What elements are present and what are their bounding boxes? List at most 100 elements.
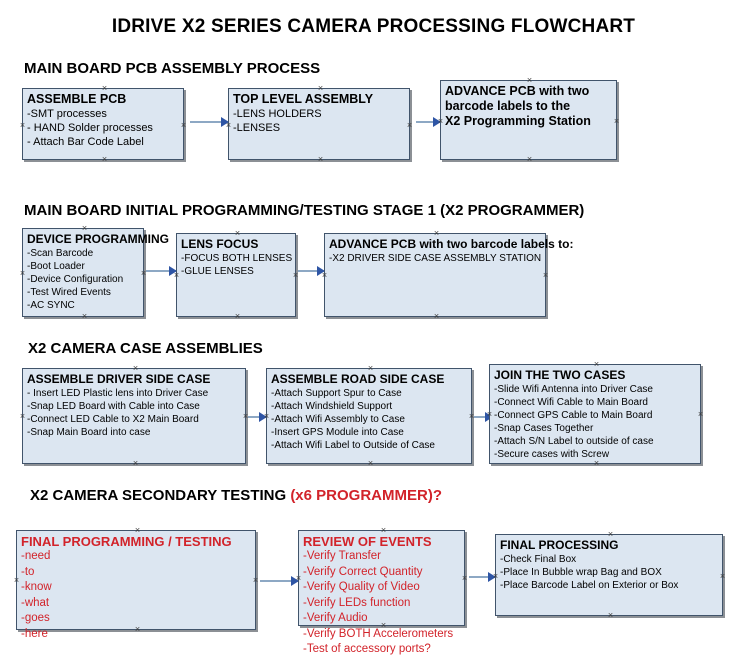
node-line: -GLUE LENSES [181,266,254,277]
connector-line [260,580,298,582]
node-title: JOIN THE TWO CASES [494,368,626,382]
connector-line [248,416,266,418]
node-title: TOP LEVEL ASSEMBLY [233,92,374,106]
node-line: -Device Configuration [27,274,124,285]
node-line: - Insert LED Plastic lens into Driver Ca… [27,388,209,399]
connector-line [416,121,440,123]
resize-handle-left[interactable] [321,272,328,279]
resize-handle-bottom[interactable] [526,156,533,163]
resize-handle-left[interactable] [492,573,499,580]
node-lens-focus[interactable]: LENS FOCUS -FOCUS BOTH LENSES -GLUE LENS… [176,233,296,317]
resize-handle-right[interactable] [719,573,726,580]
node-line: -Boot Loader [27,261,85,272]
node-advance-pcb-station[interactable]: ADVANCE PCB with two barcode labels to t… [440,80,617,160]
resize-handle-top[interactable] [433,230,440,237]
arrowhead-icon [317,266,325,276]
resize-handle-top[interactable] [132,365,139,372]
resize-handle-top[interactable] [593,361,600,368]
node-title: ASSEMBLE PCB [27,92,127,106]
node-line: -LENS HOLDERS [233,108,322,120]
resize-handle-bottom[interactable] [134,626,141,633]
node-assemble-road-side-case[interactable]: ASSEMBLE ROAD SIDE CASE -Attach Support … [266,368,472,464]
resize-handle-left[interactable] [19,270,26,277]
node-title: DEVICE PROGRAMMING [27,232,170,246]
resize-handle-bottom[interactable] [81,313,88,320]
resize-handle-bottom[interactable] [132,460,139,467]
node-join-the-two-cases[interactable]: JOIN THE TWO CASES -Slide Wifi Antenna i… [489,364,701,464]
resize-handle-left[interactable] [13,577,20,584]
node-review-of-events[interactable]: REVIEW OF EVENTS -Verify Transfer -Verif… [295,527,468,655]
resize-handle-top[interactable] [234,230,241,237]
resize-handle-top[interactable] [367,365,374,372]
resize-handle-bottom[interactable] [593,460,600,467]
resize-handle-right[interactable] [180,122,187,129]
node-line: -Check Final Box [500,554,577,565]
resize-handle-left[interactable] [263,413,270,420]
resize-handle-right[interactable] [406,122,413,129]
node-final-processing[interactable]: FINAL PROCESSING -Check Final Box -Place… [495,534,723,616]
node-line-overflow: -Test of accessory ports? [303,643,431,655]
resize-handle-top[interactable] [81,225,88,232]
resize-handle-right[interactable] [461,575,468,582]
resize-handle-top[interactable] [607,531,614,538]
node-line: -Verify BOTH Accelerometers [303,627,454,640]
node-line: -Verify LEDs function [303,596,411,609]
resize-handle-bottom[interactable] [607,612,614,619]
node-line: -SMT processes [27,108,107,120]
connector-line [146,270,176,272]
resize-handle-bottom[interactable] [317,156,324,163]
section-heading-4-text: X2 CAMERA SECONDARY TESTING [30,487,291,504]
resize-handle-left[interactable] [19,122,26,129]
section-heading-1-text: MAIN BOARD PCB ASSEMBLY PROCESS [24,60,321,77]
node-final-programming-testing[interactable]: FINAL PROGRAMMING / TESTING -need -to -k… [13,527,259,640]
section-heading-1: MAIN BOARD PCB ASSEMBLY PROCESS [24,60,320,77]
resize-handle-top[interactable] [380,527,387,534]
resize-handle-bottom[interactable] [234,313,241,320]
resize-handle-left[interactable] [486,411,493,418]
node-title: LENS FOCUS [181,237,259,251]
node-advance-pcb-driver-station[interactable]: ADVANCE PCB with two barcode labels to: … [321,230,574,320]
node-line: -here [21,627,48,640]
resize-handle-left[interactable] [437,118,444,125]
node-line: -Scan Barcode [27,248,94,259]
resize-handle-bottom[interactable] [380,622,387,629]
node-title-line-3: X2 Programming Station [445,114,591,128]
resize-handle-left[interactable] [225,122,232,129]
resize-handle-right[interactable] [613,118,620,125]
resize-handle-top[interactable] [526,77,533,84]
resize-handle-left[interactable] [295,575,302,582]
resize-handle-top[interactable] [317,85,324,92]
resize-handle-bottom[interactable] [433,313,440,320]
node-line: -Attach Support Spur to Case [271,388,402,399]
node-device-programming[interactable]: DEVICE PROGRAMMING -Scan Barcode -Boot L… [19,225,170,320]
resize-handle-right[interactable] [697,411,704,418]
node-line: -Attach Windshield Support [271,401,393,412]
node-title: ADVANCE PCB with two barcode labels to: [329,237,574,251]
node-assemble-pcb[interactable]: ASSEMBLE PCB -SMT processes - HAND Solde… [22,88,184,160]
node-line: -Snap Cases Together [494,423,594,434]
node-line: -Verify Correct Quantity [303,565,423,578]
resize-handle-left[interactable] [173,272,180,279]
section-heading-4-accent: (x6 PROGRAMMER)? [290,487,442,504]
resize-handle-bottom[interactable] [367,460,374,467]
node-line: - HAND Solder processes [27,122,153,134]
arrowhead-icon [169,266,177,276]
resize-handle-top[interactable] [134,527,141,534]
node-title: REVIEW OF EVENTS [303,534,432,549]
page-title: IDRIVE X2 SERIES CAMERA PROCESSING FLOWC… [111,16,636,37]
node-line: -Attach Wifi Label to Outside of Case [271,440,435,451]
resize-handle-right[interactable] [542,272,549,279]
node-title: ADVANCE PCB with two [445,84,590,98]
node-top-level-assembly[interactable]: TOP LEVEL ASSEMBLY -LENS HOLDERS -LENSES [228,88,410,160]
node-line: -to [21,565,35,578]
node-assemble-driver-side-case[interactable]: ASSEMBLE DRIVER SIDE CASE - Insert LED P… [22,368,246,464]
section-heading-2-text: MAIN BOARD INITIAL PROGRAMMING/TESTING S… [24,202,585,219]
resize-handle-left[interactable] [19,413,26,420]
resize-handle-right[interactable] [252,577,259,584]
resize-handle-top[interactable] [101,85,108,92]
connector-1-1 [190,117,229,127]
resize-handle-bottom[interactable] [101,156,108,163]
node-line: -Connect Wifi Cable to Main Board [494,397,648,408]
node-line: - Attach Bar Code Label [27,136,144,148]
node-line: -Secure cases with Screw [494,449,610,460]
